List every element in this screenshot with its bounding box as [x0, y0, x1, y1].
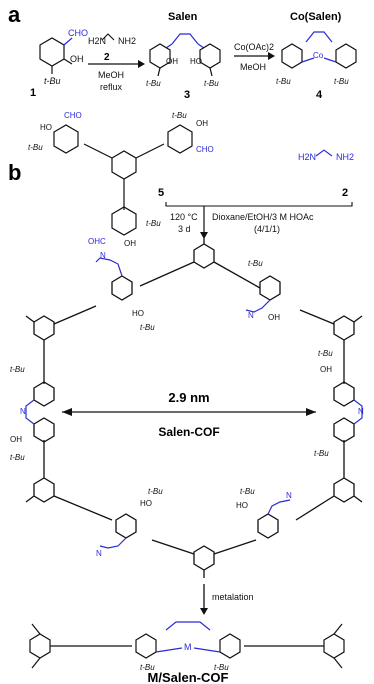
metalation-label: metalation [212, 592, 254, 602]
imine-n-2: N [248, 311, 254, 320]
pore-size-arrow-right [306, 408, 316, 416]
diamine-bonds-a [101, 33, 115, 41]
monomer-cho-3: OHC [88, 237, 106, 246]
product-tbu-left: t-Bu [140, 663, 155, 672]
cosalen-structure [281, 31, 357, 69]
monomer-oh-3: OH [124, 239, 136, 248]
salen-number: 3 [184, 89, 190, 101]
diamine-bonds-b [315, 149, 333, 157]
cof-oh-5: OH [320, 365, 332, 374]
pore-size-label: 2.9 nm [168, 390, 209, 405]
panel-label-b: b [8, 160, 21, 185]
cof-oh-2: OH [268, 313, 280, 322]
monomer-number: 5 [158, 187, 164, 199]
cosalen-tbu-left: t-Bu [276, 77, 291, 86]
product-metal: M [184, 642, 192, 652]
monomer-cho-2: CHO [196, 145, 214, 154]
compound-1-tbu: t-Bu [44, 76, 61, 86]
arrow-a2-head [268, 52, 275, 60]
monomer-5-structure [53, 124, 193, 236]
cof-tbu-8: t-Bu [240, 487, 255, 496]
diamine-h2n-a: H2N [88, 36, 106, 46]
metal-solvent: MeOH [240, 62, 266, 72]
cof-ho-1: HO [132, 309, 144, 318]
cof-tbu-6: t-Bu [314, 449, 329, 458]
imine-n-5: N [286, 491, 292, 500]
imine-n-4: N [20, 407, 26, 416]
diamine-h2n-b: H2N [298, 152, 316, 162]
cof-tbu-4: t-Bu [10, 453, 25, 462]
imine-n-6: N [96, 549, 102, 558]
product-salen-core [155, 621, 221, 653]
condition-solvent: Dioxane/EtOH/3 M HOAc [212, 212, 314, 222]
cosalen-number: 4 [316, 89, 323, 101]
cof-ho-7: HO [140, 499, 152, 508]
cof-tbu-1: t-Bu [140, 323, 155, 332]
reaction-bracket [165, 202, 353, 207]
pore-size-arrow-left [62, 408, 72, 416]
metalation-arrow-head [200, 608, 208, 615]
cof-tbu-2: t-Bu [248, 259, 263, 268]
salen-oh: OH [166, 57, 178, 66]
panel-label-a: a [8, 2, 21, 27]
monomer-tbu-1: t-Bu [28, 143, 43, 152]
condition-a1: reflux [100, 82, 123, 92]
cosalen-metal: Co [313, 51, 324, 60]
imine-n-3: N [358, 407, 364, 416]
cof-ho-8: HO [236, 501, 248, 510]
product-name: M/Salen-COF [148, 670, 229, 684]
salen-title: Salen [168, 11, 198, 23]
reagent-2-number: 2 [104, 52, 110, 63]
cof-tbu-3: t-Bu [10, 365, 25, 374]
reaction-arrow-down-head [200, 232, 208, 239]
cosalen-tbu-right: t-Bu [334, 77, 349, 86]
solvent-a1: MeOH [98, 70, 124, 80]
salen-tbu-right: t-Bu [204, 79, 219, 88]
metal-reagent: Co(OAc)2 [234, 42, 274, 52]
diamine-nh2-a: NH2 [118, 36, 136, 46]
cof-tbu-5: t-Bu [318, 349, 333, 358]
arrow-a1-head [138, 60, 145, 68]
compound-1-oh: OH [70, 54, 84, 64]
salen-ho: HO [190, 57, 202, 66]
cof-name: Salen-COF [158, 425, 219, 439]
salen-linkers [25, 257, 363, 549]
monomer-oh-1: HO [40, 123, 52, 132]
compound-1-number: 1 [30, 87, 36, 99]
condition-time: 3 d [178, 224, 191, 234]
cof-tbu-7: t-Bu [148, 487, 163, 496]
monomer-oh-2: OH [196, 119, 208, 128]
monomer-tbu-3: t-Bu [146, 219, 161, 228]
compound-1-structure [39, 37, 73, 74]
salen-tbu-left: t-Bu [146, 79, 161, 88]
cof-oh-4: OH [10, 435, 22, 444]
imine-n-1: N [100, 251, 106, 260]
condition-temperature: 120 °C [170, 212, 198, 222]
diamine-number-b: 2 [342, 187, 348, 199]
cosalen-title: Co(Salen) [290, 11, 342, 23]
product-tbu-right: t-Bu [214, 663, 229, 672]
compound-1-cho: CHO [68, 28, 88, 38]
diamine-nh2-b: NH2 [336, 152, 354, 162]
monomer-tbu-2: t-Bu [172, 111, 187, 120]
condition-ratio: (4/1/1) [254, 224, 280, 234]
salen-structure [149, 33, 221, 77]
cof-framework [25, 236, 363, 578]
monomer-cho-1: CHO [64, 111, 82, 120]
